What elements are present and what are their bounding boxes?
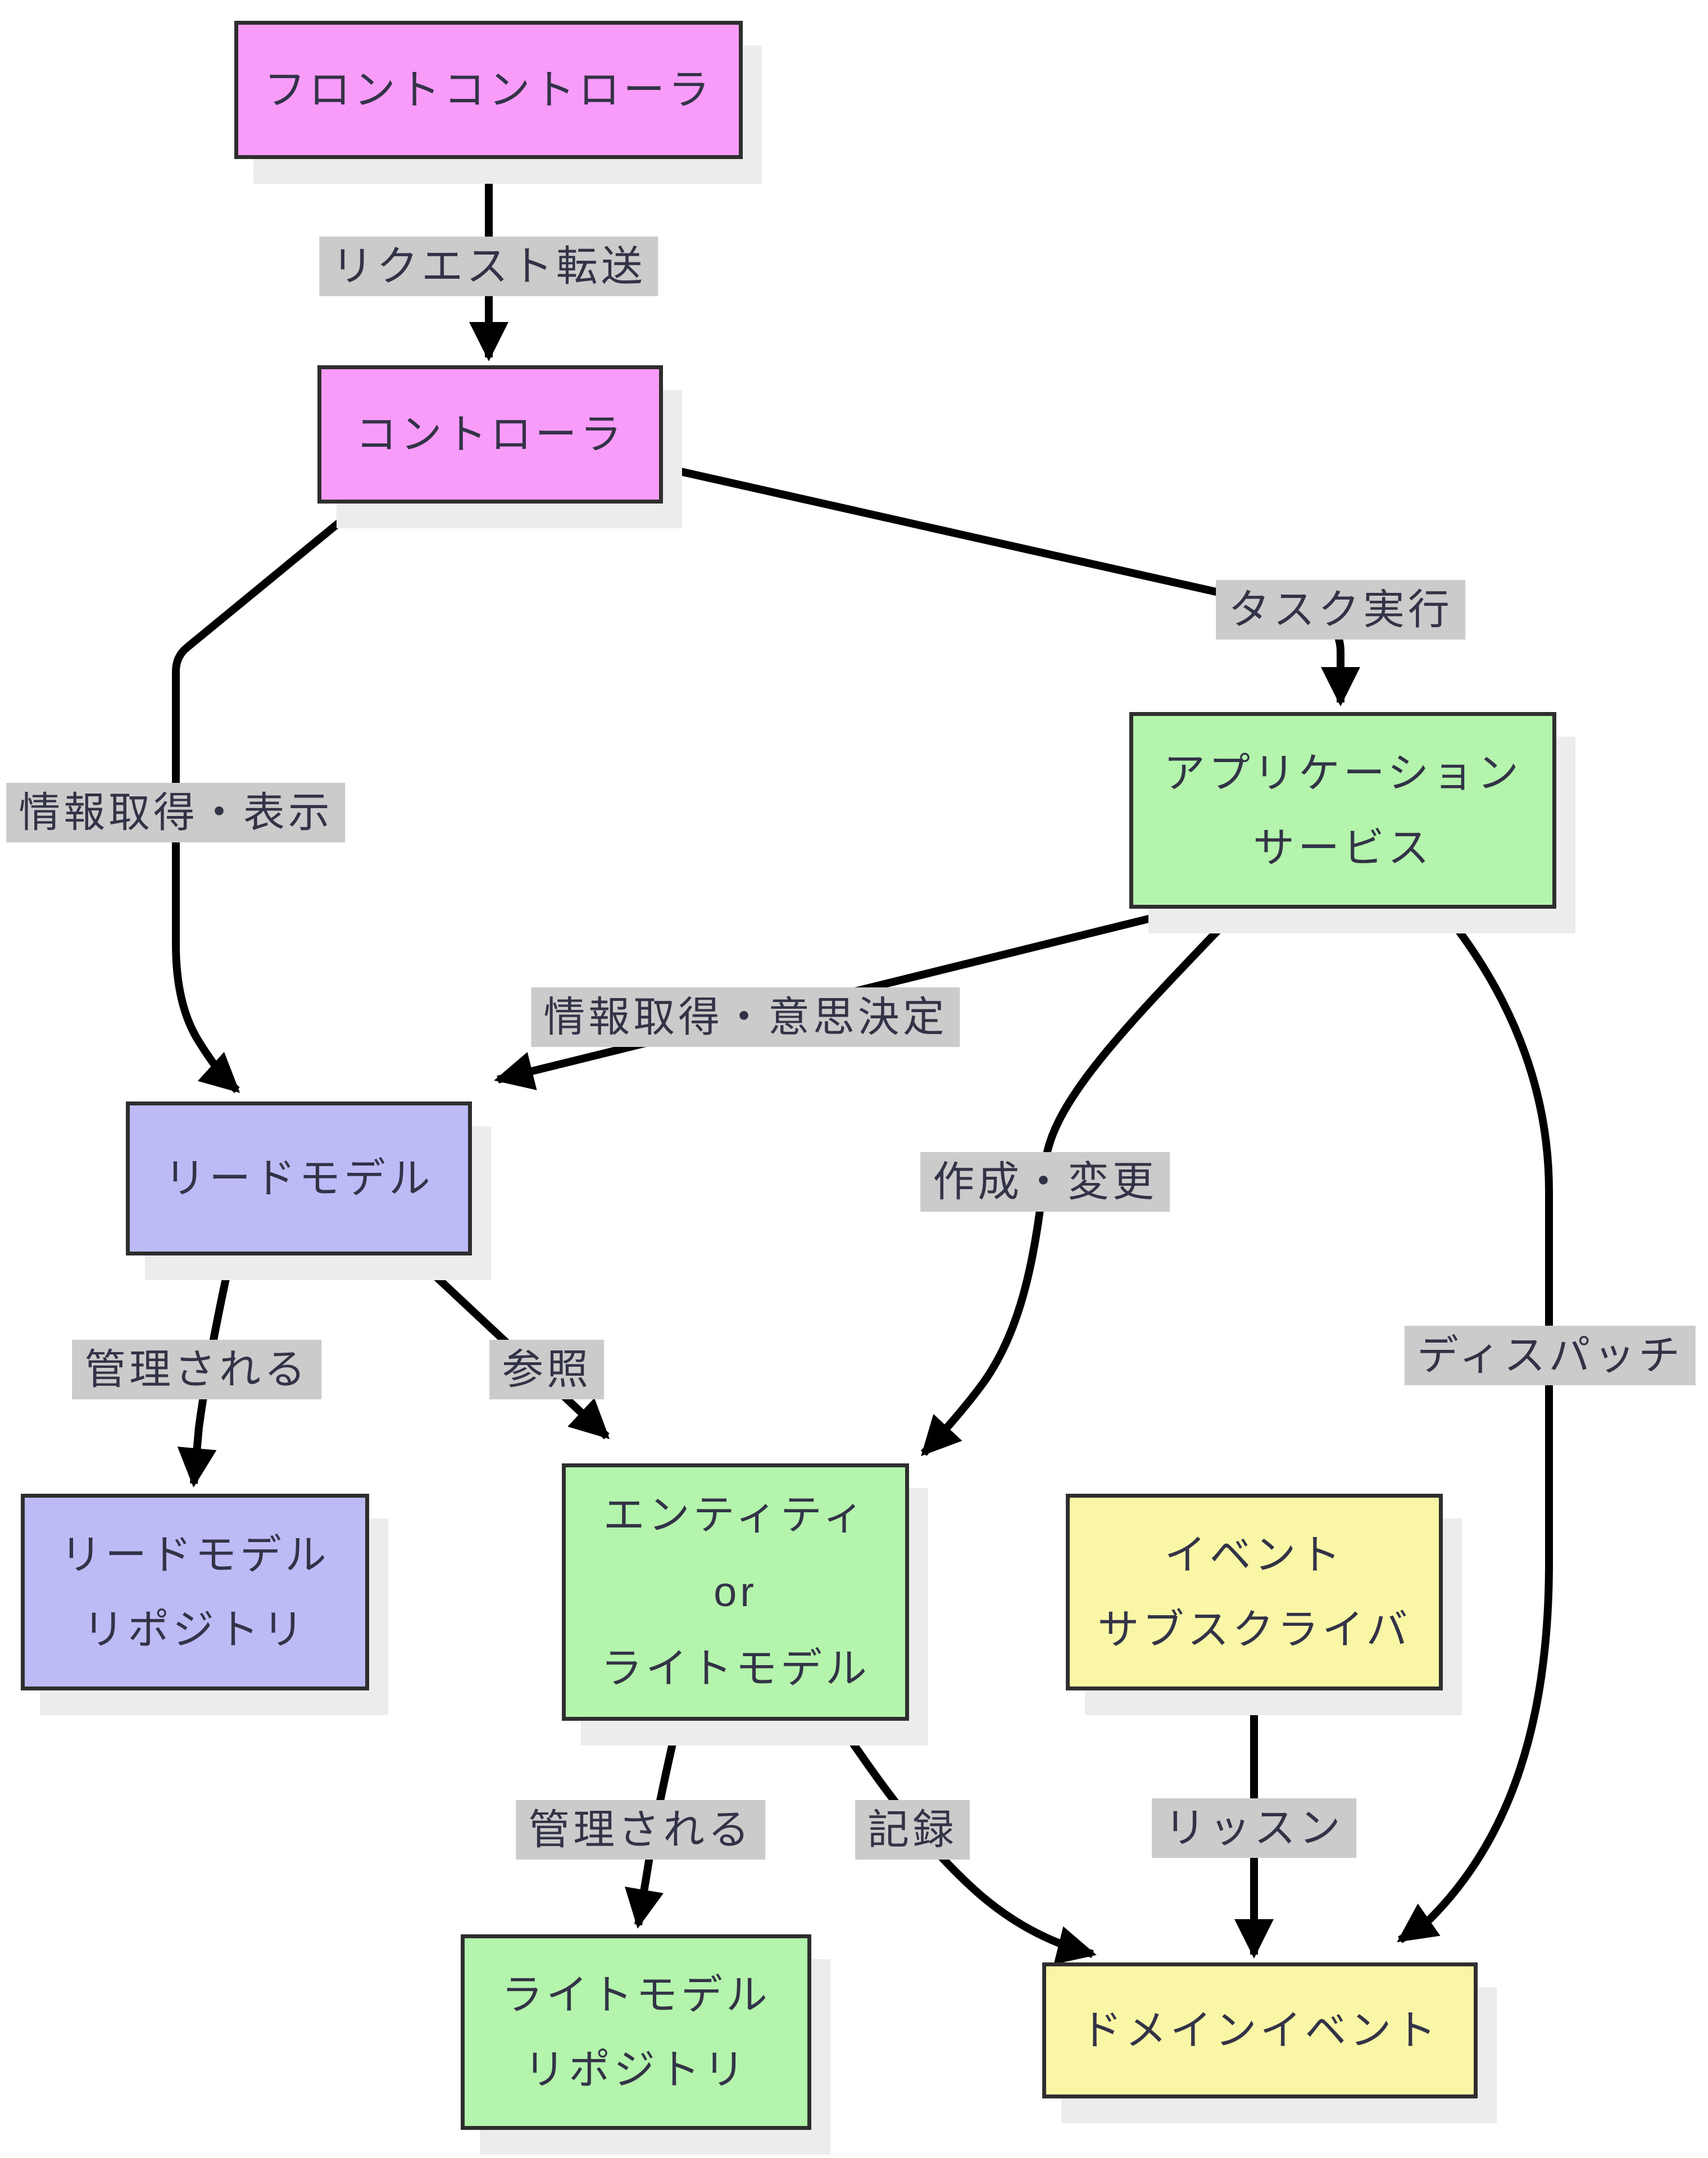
node-label: アプリケーション [1164,749,1522,796]
node-write-model-repository: ライトモデル リポジトリ [461,1934,811,2130]
node-controller: コントローラ [317,365,663,504]
node-domain-event: ドメインイベント [1042,1962,1478,2098]
edge-label-managed-read: 管理される [72,1340,321,1399]
node-read-model: リードモデル [126,1101,472,1255]
node-read-model-repository: リードモデル リポジトリ [21,1494,369,1690]
edge-label-record: 記録 [855,1800,970,1860]
edge-label-info-decision: 情報取得・意思決定 [531,987,960,1047]
edge-info-display [172,502,362,1094]
node-label: サービス [1253,824,1433,871]
node-label: or [714,1568,757,1615]
edge-label-create-change: 作成・変更 [920,1152,1170,1212]
edge-label-managed-write: 管理される [516,1800,765,1860]
node-label: フロントコントローラ [264,66,714,114]
node-label: コントローラ [355,411,625,458]
edge-dispatch [1397,909,1553,1943]
edge-label-reference: 参照 [489,1340,604,1399]
edge-label-task-execute: タスク実行 [1216,580,1465,640]
edge-label-info-display: 情報取得・表示 [6,783,346,842]
node-label: リードモデル [60,1531,330,1578]
node-label: リポジトリ [524,2046,748,2093]
node-label: イベント [1164,1531,1344,1578]
node-front-controller: フロントコントローラ [234,21,743,159]
node-label: リポジトリ [83,1606,307,1653]
node-label: リードモデル [164,1155,434,1202]
edge-label-listen: リッスン [1152,1798,1356,1858]
edge-label-request-forward: リクエスト転送 [319,237,658,296]
node-label: サブスクライバ [1097,1606,1411,1653]
node-label: ドメインイベント [1080,2007,1440,2054]
node-event-subscriber: イベント サブスクライバ [1066,1494,1443,1690]
edge-create-change [920,909,1239,1457]
node-label: ライトモデル [601,1645,870,1692]
edge-record [837,1722,1097,1965]
edge-label-dispatch: ディスパッチ [1404,1326,1696,1385]
node-entity-or-write-model: エンティティ or ライトモデル [562,1463,909,1721]
node-application-service: アプリケーション サービス [1129,712,1556,909]
node-label: エンティティ [603,1491,868,1538]
node-label: ライトモデル [501,1971,771,2018]
